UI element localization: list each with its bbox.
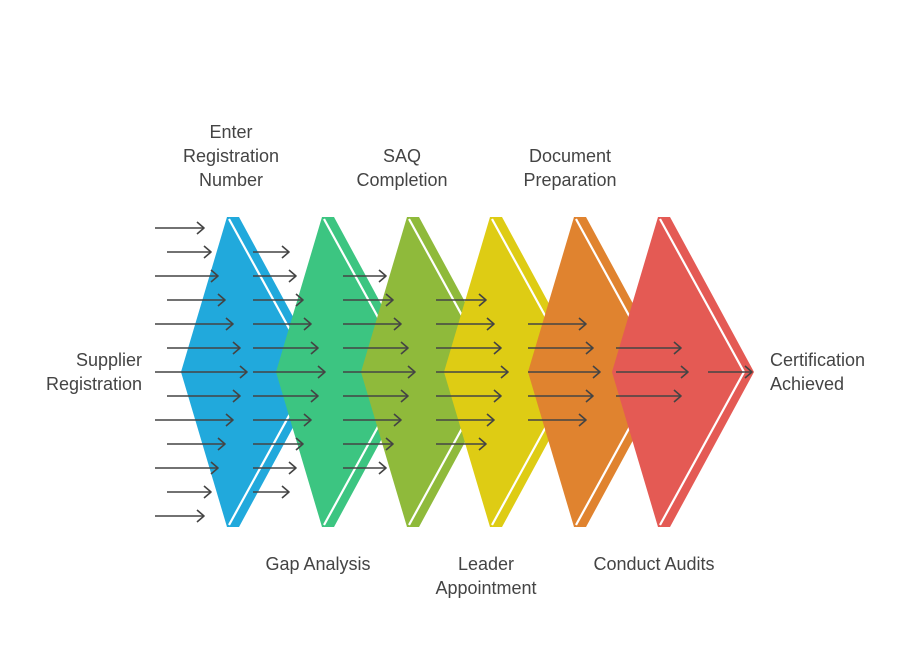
stage-arrow <box>528 317 587 331</box>
input-arrow <box>167 245 212 259</box>
stage-label-conduct-audits: Conduct Audits <box>593 554 715 574</box>
stage-arrow <box>528 365 601 379</box>
stage-arrow <box>343 389 409 403</box>
input-arrow <box>155 365 248 379</box>
input-arrow <box>155 461 219 475</box>
input-arrow <box>167 293 226 307</box>
stage-arrow <box>616 341 682 355</box>
stage-arrow <box>253 365 326 379</box>
input-arrow <box>155 317 234 331</box>
stage-arrow <box>253 461 297 475</box>
stage-arrow <box>343 341 409 355</box>
stage-arrow <box>436 341 502 355</box>
input-arrow <box>155 413 234 427</box>
stage-arrow <box>253 389 319 403</box>
stage-arrow <box>253 293 304 307</box>
stage-arrow <box>436 389 502 403</box>
input-arrow <box>167 341 241 355</box>
stage-arrow <box>253 269 297 283</box>
input-arrow <box>167 437 226 451</box>
stage-arrow <box>528 413 587 427</box>
stage-arrow <box>436 317 495 331</box>
input-arrow <box>155 269 219 283</box>
input-arrow <box>155 221 205 235</box>
stage-arrow <box>253 245 290 259</box>
stage-arrow <box>253 413 312 427</box>
stage-arrow <box>343 317 402 331</box>
stage-arrow <box>343 293 394 307</box>
stage-arrow <box>343 413 402 427</box>
stage-arrow <box>343 269 387 283</box>
stage-arrow <box>343 437 394 451</box>
stage-arrow <box>253 485 290 499</box>
input-arrow <box>155 509 205 523</box>
stage-arrow <box>253 317 312 331</box>
stage-arrow <box>436 413 495 427</box>
stage-arrow <box>528 389 594 403</box>
stage-arrow <box>528 341 594 355</box>
output-arrow <box>708 365 753 379</box>
stage-arrow <box>253 341 319 355</box>
stage-arrow <box>343 461 387 475</box>
stage-arrow <box>616 365 689 379</box>
stage-arrow <box>436 293 487 307</box>
stage-arrow <box>253 437 304 451</box>
input-arrow <box>167 389 241 403</box>
stage-arrow <box>436 365 509 379</box>
stage-label-gap-analysis: Gap Analysis <box>265 554 371 574</box>
stage-arrow <box>616 389 682 403</box>
stage-arrow <box>343 365 416 379</box>
input-arrow <box>167 485 212 499</box>
stage-arrow <box>436 437 487 451</box>
